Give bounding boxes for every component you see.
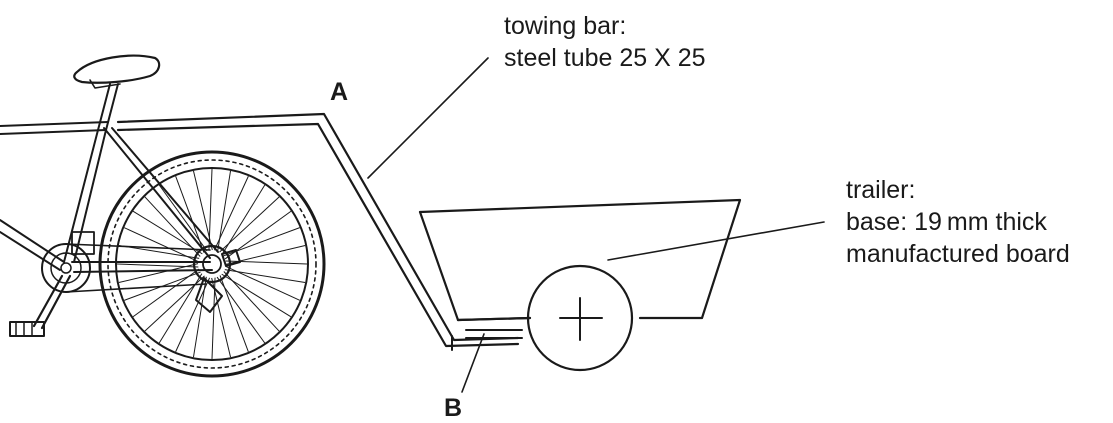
rear-hub — [202, 254, 222, 274]
chain — [65, 243, 211, 293]
spoke — [124, 227, 199, 263]
trailer-wheel — [526, 264, 634, 372]
saddle — [73, 54, 161, 84]
seat-stay — [103, 127, 219, 259]
spoke — [213, 176, 249, 251]
trailer-title: trailer: — [846, 176, 916, 204]
trailer-base-front — [456, 316, 532, 322]
kickstand-bracket — [71, 231, 95, 255]
trailer-material: manufactured board — [846, 240, 1070, 268]
towing-bar-lower-edge — [116, 122, 520, 348]
spoke — [175, 277, 211, 352]
rear-derailleur — [195, 277, 223, 313]
towing-bar-annotation: towing bar: steel tube 25 X 25 — [504, 10, 706, 74]
trailer-front-edge — [418, 210, 460, 322]
trailer-base-spec: base: 19 mm thick — [846, 208, 1047, 236]
trailer-coupling — [465, 329, 523, 339]
pedal-tread — [15, 321, 33, 337]
spoke — [211, 277, 216, 360]
spoke — [225, 265, 300, 301]
point-b-label: B — [444, 394, 463, 422]
spoke — [219, 275, 249, 352]
spoke — [175, 176, 205, 253]
down-tube — [0, 219, 65, 271]
bicycle — [0, 54, 326, 378]
top-tube — [0, 121, 109, 135]
wheel-axle-mark — [559, 297, 603, 341]
chain-stay — [71, 261, 213, 273]
spoke — [223, 271, 280, 332]
rear-spokes — [116, 168, 308, 360]
point-b-leader — [461, 333, 485, 393]
seat-tube — [63, 129, 107, 263]
saddle-rail — [89, 79, 121, 89]
point-a-label: A — [330, 78, 349, 106]
towing-bar-title: towing bar: — [504, 12, 627, 40]
towing-bar-spec: steel tube 25 X 25 — [504, 44, 706, 72]
spoke — [116, 263, 199, 268]
rear-rim — [115, 167, 309, 361]
towing-bar — [116, 112, 523, 351]
crank-arm — [32, 274, 72, 330]
spoke — [144, 196, 201, 257]
spoke — [124, 271, 201, 301]
towing-bar-leader — [367, 57, 489, 179]
trailer — [418, 198, 742, 372]
spoke — [219, 196, 280, 253]
trailer-leader — [607, 221, 825, 261]
pedal — [9, 321, 45, 337]
trailer-annotation: trailer: base: 19 mm thick manufactured … — [846, 174, 1070, 270]
spoke — [144, 275, 205, 332]
rear-tyre-outer — [98, 150, 326, 378]
rear-tyre-tread — [107, 159, 317, 369]
hitch-clamp — [221, 249, 241, 267]
crank-axle — [60, 262, 72, 274]
spoke — [208, 168, 213, 251]
